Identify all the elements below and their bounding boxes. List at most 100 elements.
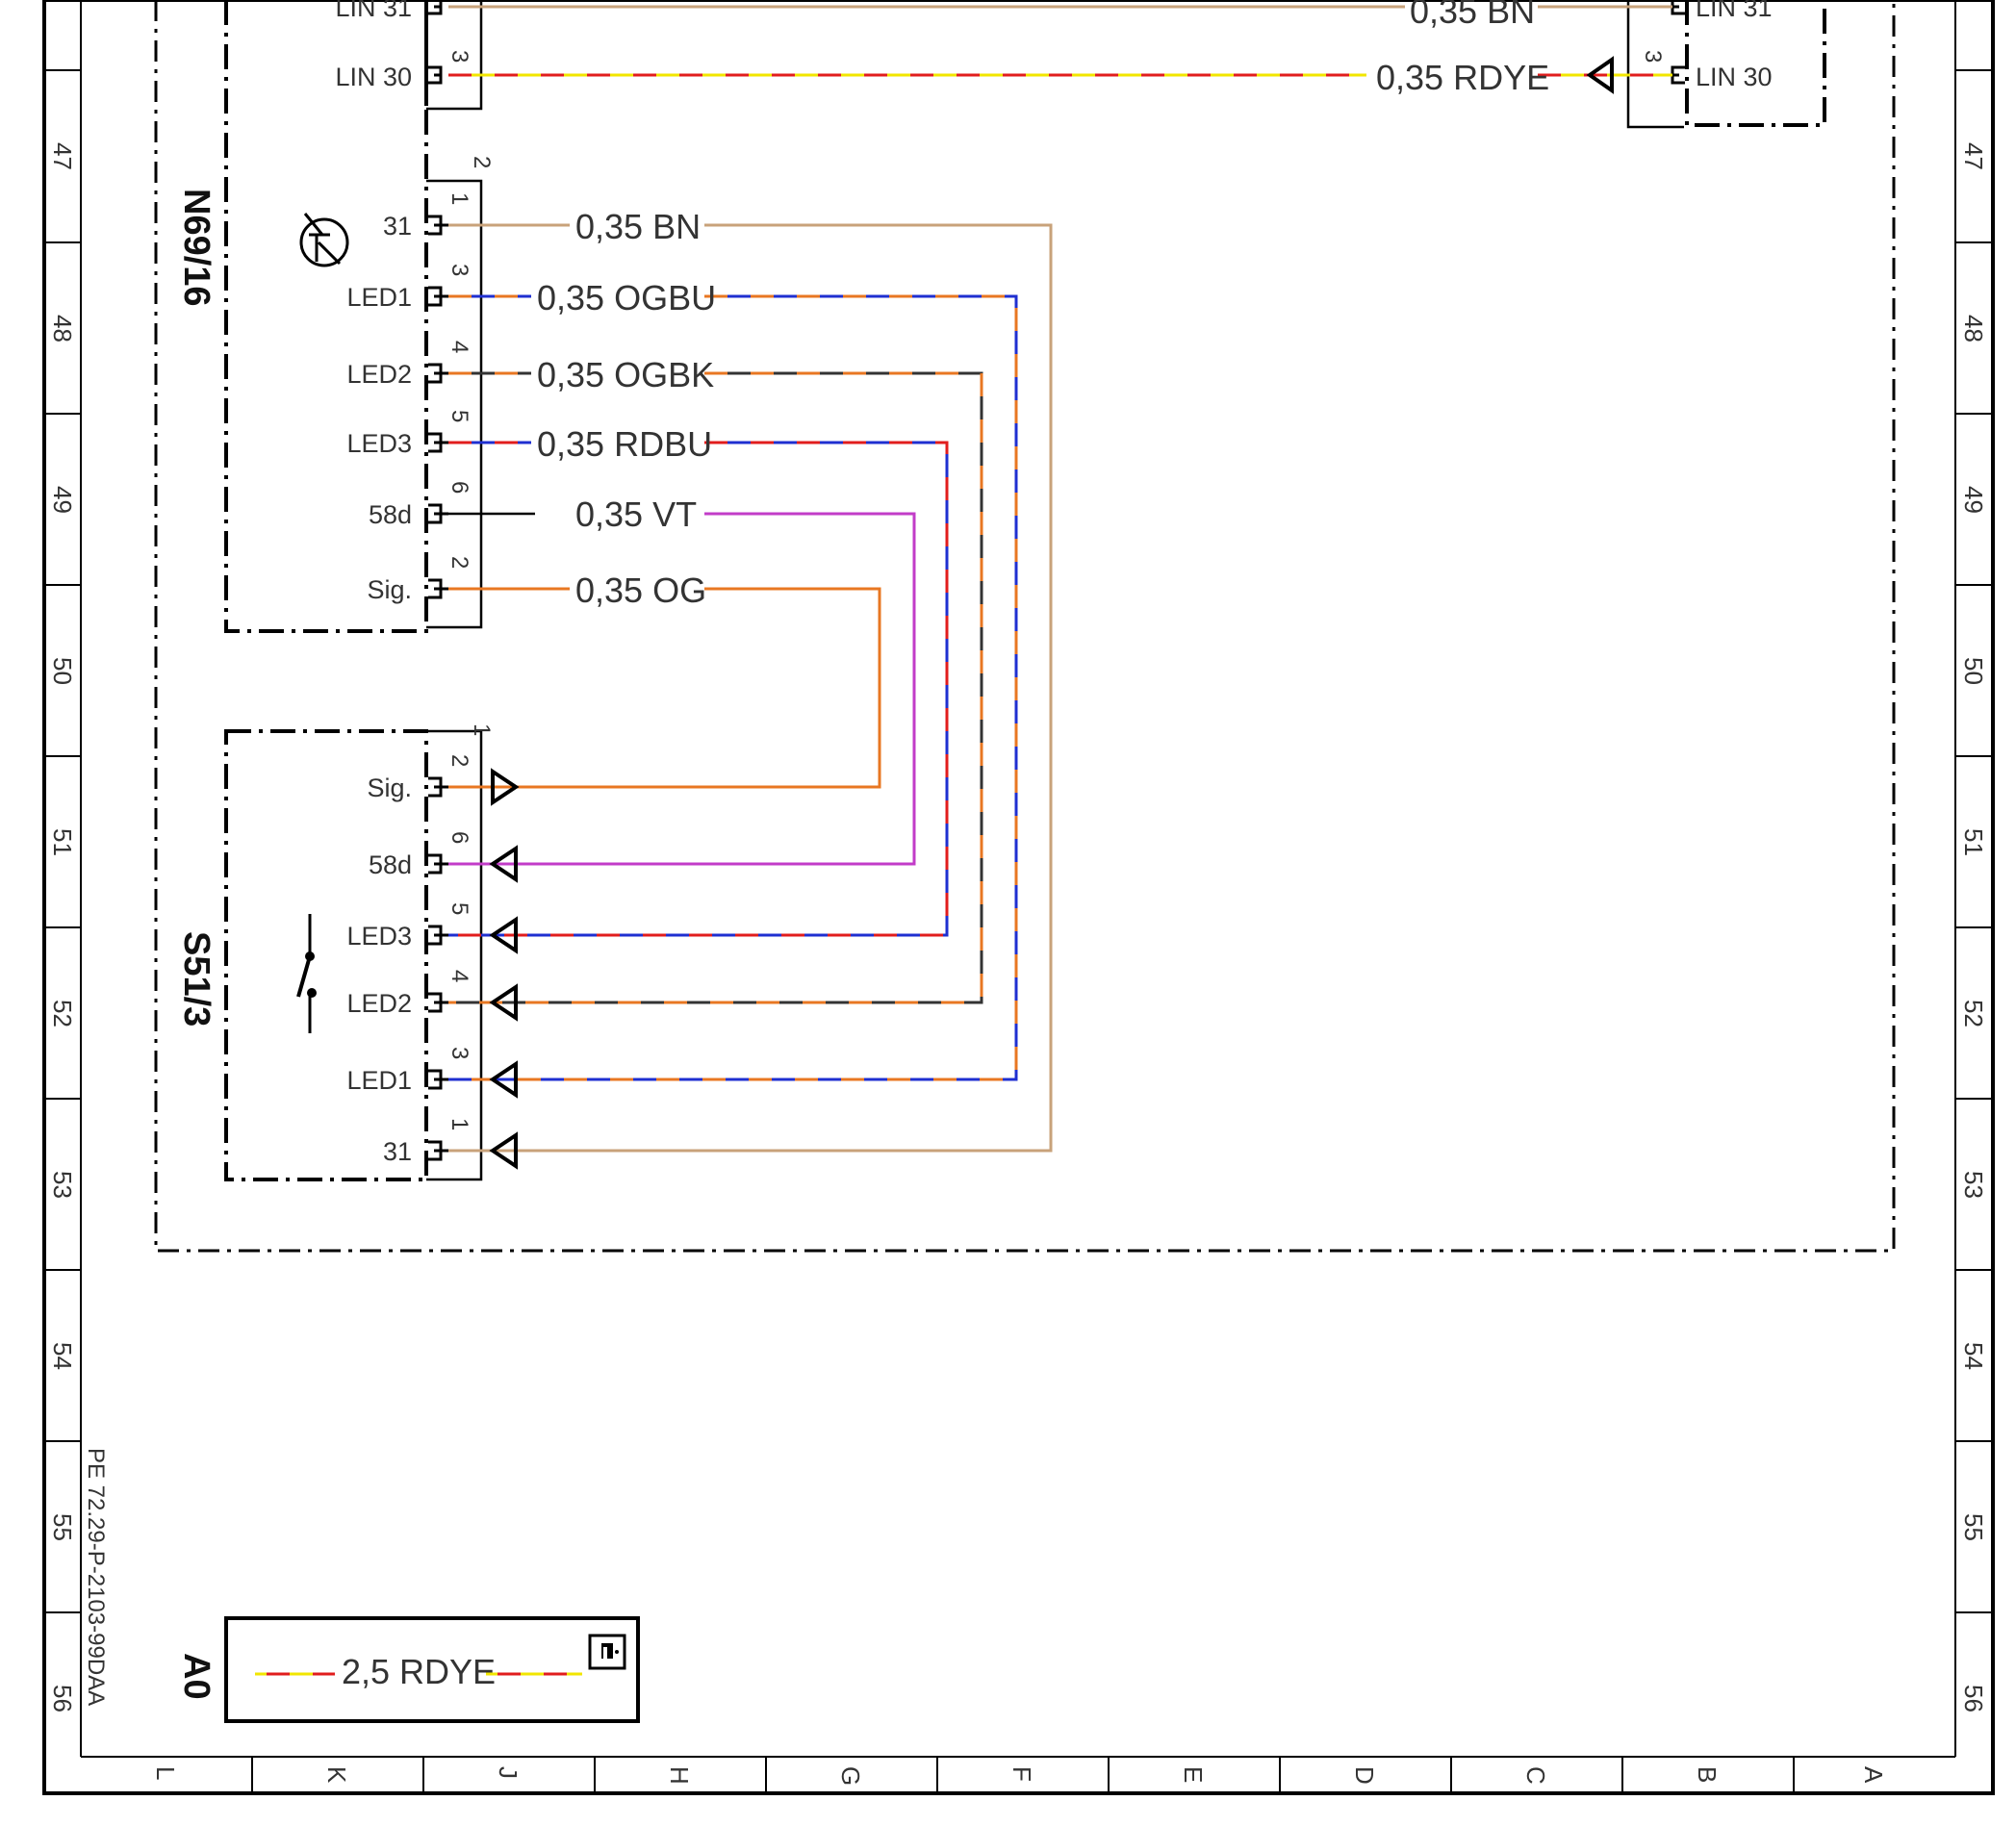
- document-code: PE 72.29-P-2103-99DAA: [83, 1448, 109, 1706]
- pin-terminal: [428, 1069, 448, 1090]
- pin-label: LED2: [346, 360, 412, 389]
- component-id: S51/3: [176, 931, 217, 1027]
- pin-terminal: [428, 578, 448, 599]
- pin-terminal: [428, 432, 448, 453]
- n69-pin: 311: [383, 192, 472, 241]
- n69-pin: LED2 4: [346, 341, 472, 389]
- pin-number: 1: [447, 192, 472, 205]
- pin-terminal: [428, 363, 448, 384]
- pin-label: LIN 31: [335, 0, 412, 22]
- top-left-component: LIN 31 LIN 30 3: [335, 0, 483, 111]
- pin-label: LED2: [346, 989, 412, 1018]
- wire-31: [448, 223, 1053, 1153]
- grid-row-label: 55: [48, 1513, 77, 1541]
- wire-segment: [448, 441, 949, 937]
- n69-pin: Sig.2: [367, 556, 472, 604]
- grid-column-label: K: [322, 1766, 351, 1784]
- pin-label: 58d: [369, 850, 412, 879]
- wire-sig: [448, 587, 881, 789]
- connector-arrow: [489, 916, 518, 954]
- pin-number: 3: [447, 264, 472, 276]
- pin-terminal: [428, 992, 448, 1013]
- pin-number: 4: [447, 341, 472, 353]
- pin-label: LED3: [346, 922, 412, 951]
- legend-id: A0: [176, 1653, 217, 1700]
- pin-label: 31: [383, 1137, 412, 1166]
- top-right-component: LIN 31 LIN 30 3: [1626, 0, 1826, 129]
- pin-label: 58d: [369, 500, 412, 529]
- pin-number: 6: [447, 831, 472, 844]
- grid-row-label: 47: [1959, 142, 1988, 170]
- pin-number: 5: [447, 902, 472, 915]
- wire-led1: [448, 294, 1018, 1081]
- grid-column-label: F: [1008, 1766, 1036, 1782]
- wire-layer: [448, 5, 1672, 1153]
- pin-lin30: LIN 30 3: [335, 50, 472, 91]
- n69-pin: LED3 5: [346, 410, 472, 458]
- transistor-icon: [299, 213, 349, 267]
- pin-terminal: [428, 503, 448, 524]
- grid-row-label: 56: [48, 1685, 77, 1712]
- s51-pin: 311: [383, 1118, 472, 1166]
- wire-stripe: [448, 441, 949, 937]
- wire-label-led2: 0,35 OGBK: [537, 355, 714, 394]
- legend-wire-label: 2,5 RDYE: [342, 1652, 496, 1691]
- pin-label: LED3: [346, 429, 412, 458]
- wire-led3: [448, 441, 949, 937]
- connector-number: 1: [469, 723, 495, 736]
- pin-label: LIN 31: [1696, 0, 1773, 22]
- grid-row-label: 48: [1959, 315, 1988, 342]
- grid-row-label: 50: [1959, 657, 1988, 685]
- pin-number: 3: [1640, 50, 1666, 63]
- pin-label: LIN 30: [1696, 63, 1773, 91]
- grid-row-label: 47: [48, 142, 77, 170]
- grid-row-label: 49: [48, 486, 77, 514]
- wire-label-58d: 0,35 VT: [575, 495, 697, 534]
- pin-lin30-right: LIN 30 3: [1640, 50, 1773, 91]
- wire-label-led3: 0,35 RDBU: [537, 424, 712, 464]
- grid-column-label: H: [665, 1766, 694, 1785]
- wire-label-lin31: 0,35 BN: [1410, 0, 1535, 31]
- wire-segment: [448, 294, 1018, 1081]
- pin-label: LIN 30: [335, 63, 412, 91]
- connector-arrows: [489, 56, 1614, 1170]
- s51-pin: Sig.2: [367, 754, 472, 802]
- pin-terminal: [428, 925, 448, 946]
- pin-number: 3: [447, 1047, 472, 1059]
- s51-pin: 58d 6: [369, 831, 472, 879]
- grid-row-label: 52: [1959, 1000, 1988, 1027]
- grid-row-label: 51: [1959, 828, 1988, 856]
- wire-segment: [448, 223, 1053, 1153]
- n69-pin: 58d 6: [369, 481, 472, 529]
- wire-stripe: [448, 371, 983, 1004]
- grid-row-label: 52: [48, 1000, 77, 1027]
- grid-row-label: 54: [1959, 1342, 1988, 1370]
- wire-labels: 0,35 BN 0,35 RDYE 0,35 BN 0,35 OGBU 0,35…: [537, 0, 1549, 610]
- wire-label-sig: 0,35 OG: [575, 571, 706, 610]
- grid-row-label: 48: [48, 315, 77, 342]
- pin-number: 6: [447, 481, 472, 494]
- grid-column-label: G: [836, 1766, 865, 1786]
- connector-arrow: [489, 983, 518, 1022]
- grid-column-label: D: [1350, 1766, 1379, 1785]
- connector-arrow: [489, 1060, 518, 1099]
- grid-column-label: E: [1179, 1766, 1208, 1783]
- pin-number: 4: [447, 970, 472, 982]
- grid-row-label: 53: [1959, 1171, 1988, 1199]
- grid-row-label: 53: [48, 1171, 77, 1199]
- grid-column-label: B: [1693, 1766, 1722, 1783]
- wire-label-31: 0,35 BN: [575, 207, 701, 246]
- pin-number: 2: [447, 754, 472, 767]
- wire-label-lin30: 0,35 RDYE: [1376, 58, 1549, 97]
- module-boundary: [154, 0, 1896, 1253]
- pin-terminal: [428, 215, 448, 236]
- grid-column-label: J: [494, 1766, 523, 1779]
- pin-terminal: [428, 1140, 448, 1161]
- wire-stripe: [448, 294, 1018, 1081]
- pin-number: 5: [447, 410, 472, 422]
- grid-row-label: 49: [1959, 486, 1988, 514]
